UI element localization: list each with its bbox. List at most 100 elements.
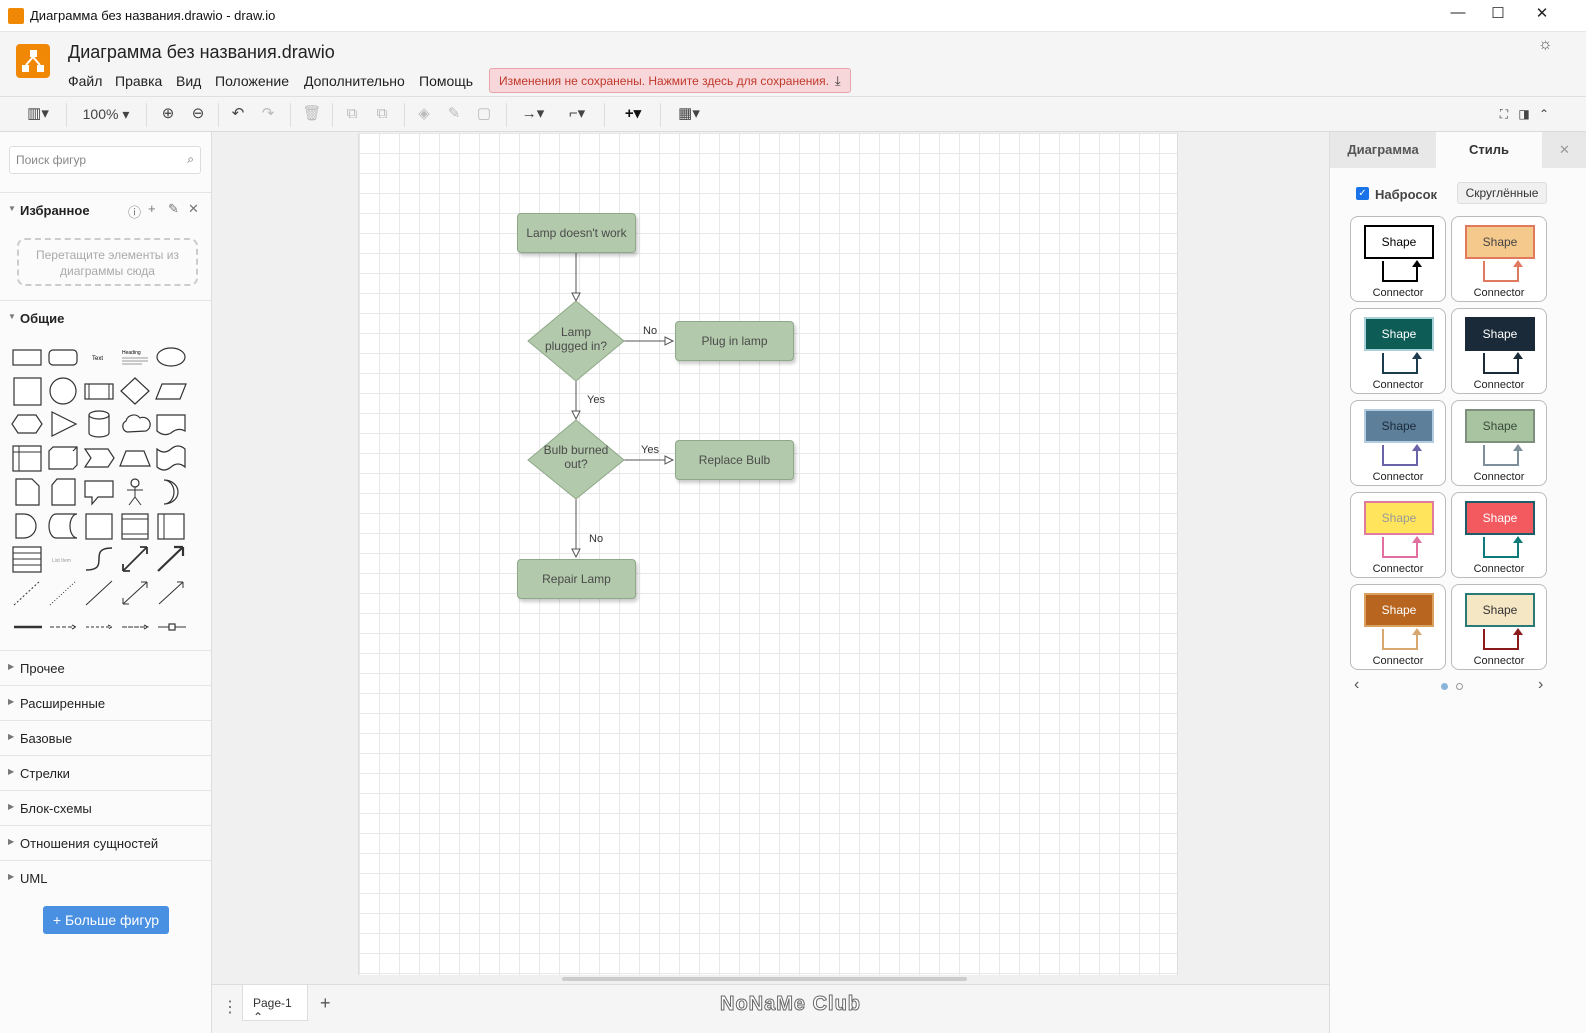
shape-document-icon[interactable] (154, 409, 188, 439)
horizontal-scrollbar[interactable] (562, 977, 967, 981)
minimize-button[interactable]: — (1450, 4, 1466, 21)
fullscreen-icon[interactable]: ⛶ (1499, 107, 1509, 121)
section-4[interactable]: ▶Блок-схемы (0, 790, 211, 824)
to-back-icon[interactable]: ⧉ (376, 105, 388, 122)
shape-thick-link-icon[interactable] (10, 612, 44, 642)
page-dot[interactable] (1456, 683, 1463, 690)
document-title[interactable]: Диаграмма без названия.drawio (68, 42, 335, 62)
section-general[interactable]: ▼Общие (0, 300, 211, 334)
diagram-page[interactable]: Lamp doesn't work Lamp plugged in? Plug … (358, 133, 1178, 975)
node-plug-in-lamp[interactable]: Plug in lamp (675, 321, 794, 361)
format-panel-toggle[interactable]: ▥▾ (27, 105, 49, 122)
shape-list-icon[interactable] (10, 544, 44, 574)
menu-edit[interactable]: Правка (115, 73, 163, 89)
shadow-icon[interactable]: ▢ (476, 105, 492, 122)
node-lamp-doesnt-work[interactable]: Lamp doesn't work (517, 213, 636, 253)
shape-process-icon[interactable] (82, 376, 116, 406)
shape-delay-icon[interactable] (10, 511, 44, 541)
shape-actor-icon[interactable] (118, 477, 152, 507)
section-5[interactable]: ▶Отношения сущностей (0, 825, 211, 859)
shape-cylinder-icon[interactable] (82, 409, 116, 439)
shape-triangle-icon[interactable] (46, 409, 80, 439)
shape-or-icon[interactable] (154, 477, 188, 507)
shape-frame-icon[interactable] (118, 511, 152, 541)
edge-label-no[interactable]: No (643, 325, 658, 337)
menu-arrange[interactable]: Положение (215, 73, 289, 89)
shape-search-input[interactable]: Поиск фигур⌕ (9, 146, 201, 174)
shape-tape-icon[interactable] (154, 443, 188, 473)
insert-icon[interactable]: +▾ (624, 105, 642, 122)
section-3[interactable]: ▶Стрелки (0, 755, 211, 789)
shape-container-icon[interactable] (82, 511, 116, 541)
section-1[interactable]: ▶Расширенные (0, 685, 211, 719)
sketch-checkbox[interactable]: ✓ (1356, 187, 1369, 200)
edit-icon[interactable]: ✎ (168, 201, 179, 216)
shape-vertical-container-icon[interactable] (154, 511, 188, 541)
shape-hexagon-icon[interactable] (10, 409, 44, 439)
maximize-button[interactable]: ☐ (1491, 5, 1505, 22)
menu-extras[interactable]: Дополнительно (304, 73, 405, 89)
delete-icon[interactable]: 🗑 (302, 105, 322, 122)
zoom-select[interactable]: 100% ▾ (82, 106, 130, 122)
menu-file[interactable]: Файл (68, 73, 103, 89)
shape-dotted-arrow-icon[interactable] (118, 612, 152, 642)
shape-textbox-icon[interactable]: Heading (118, 342, 152, 372)
shape-line-icon[interactable] (82, 578, 116, 608)
shape-card-icon[interactable] (46, 477, 80, 507)
shape-trapezoid-icon[interactable] (118, 443, 152, 473)
shape-dashed-arrow-icon[interactable] (82, 612, 116, 642)
pages-menu-icon[interactable]: ⋮ (222, 999, 238, 1016)
shape-rounded-rectangle-icon[interactable] (46, 342, 80, 372)
page-dot-active[interactable] (1441, 683, 1448, 690)
redo-icon[interactable]: ↷ (261, 105, 275, 122)
prev-page-icon[interactable]: ‹ (1354, 676, 1360, 693)
shape-parallelogram-icon[interactable] (154, 376, 188, 406)
shape-curve-icon[interactable] (82, 544, 116, 574)
shape-dashed-line-icon[interactable] (10, 578, 44, 608)
node-repair-lamp[interactable]: Repair Lamp (517, 559, 636, 599)
add-page-icon[interactable]: + (320, 993, 331, 1013)
shape-diamond-icon[interactable] (118, 376, 152, 406)
close-icon[interactable]: ✕ (188, 201, 199, 216)
section-0[interactable]: ▶Прочее (0, 650, 211, 684)
section-favorites[interactable]: ▼Избранное ⓘ + ✎ ✕ (0, 192, 211, 226)
shape-dotted-line-icon[interactable] (46, 578, 80, 608)
shape-list-item-icon[interactable]: List Item (46, 544, 80, 574)
next-page-icon[interactable]: › (1538, 676, 1544, 693)
favorites-drop-zone[interactable]: Перетащите элементы из диаграммы сюда (17, 238, 198, 286)
shape-text-icon[interactable]: Text (82, 342, 116, 372)
shape-arrow-icon[interactable] (154, 544, 188, 574)
shape-cube-icon[interactable] (46, 443, 80, 473)
shape-ellipse-icon[interactable] (154, 342, 188, 372)
section-6[interactable]: ▶UML (0, 860, 211, 894)
decision-lamp-plugged[interactable]: Lamp plugged in? (544, 325, 608, 353)
to-front-icon[interactable]: ⧉ (346, 105, 358, 122)
canvas-area[interactable]: Lamp doesn't work Lamp plugged in? Plug … (212, 132, 1329, 984)
help-icon[interactable]: ⓘ (128, 205, 142, 220)
page-tab[interactable]: Page-1 ⌃ (242, 985, 308, 1024)
fill-color-icon[interactable]: ◈ (418, 105, 430, 122)
shape-note-icon[interactable] (10, 477, 44, 507)
panel-toggle-icon[interactable]: ◨ (1518, 107, 1530, 121)
add-icon[interactable]: + (148, 201, 156, 216)
collapse-icon[interactable]: ⌃ (1538, 107, 1550, 121)
menu-view[interactable]: Вид (176, 73, 202, 89)
shape-internal-storage-icon[interactable] (10, 443, 44, 473)
shape-rectangle-icon[interactable] (10, 342, 44, 372)
shape-data-storage-icon[interactable] (46, 511, 80, 541)
close-panel-icon[interactable]: ✕ (1542, 132, 1586, 168)
shape-connector-with-symbol-icon[interactable] (154, 612, 188, 642)
more-shapes-button[interactable]: + Больше фигур (43, 906, 169, 934)
shape-step-icon[interactable] (82, 443, 116, 473)
zoom-out-icon[interactable]: ⊖ (191, 105, 205, 122)
rounded-button[interactable]: Скруглённые (1457, 182, 1547, 204)
